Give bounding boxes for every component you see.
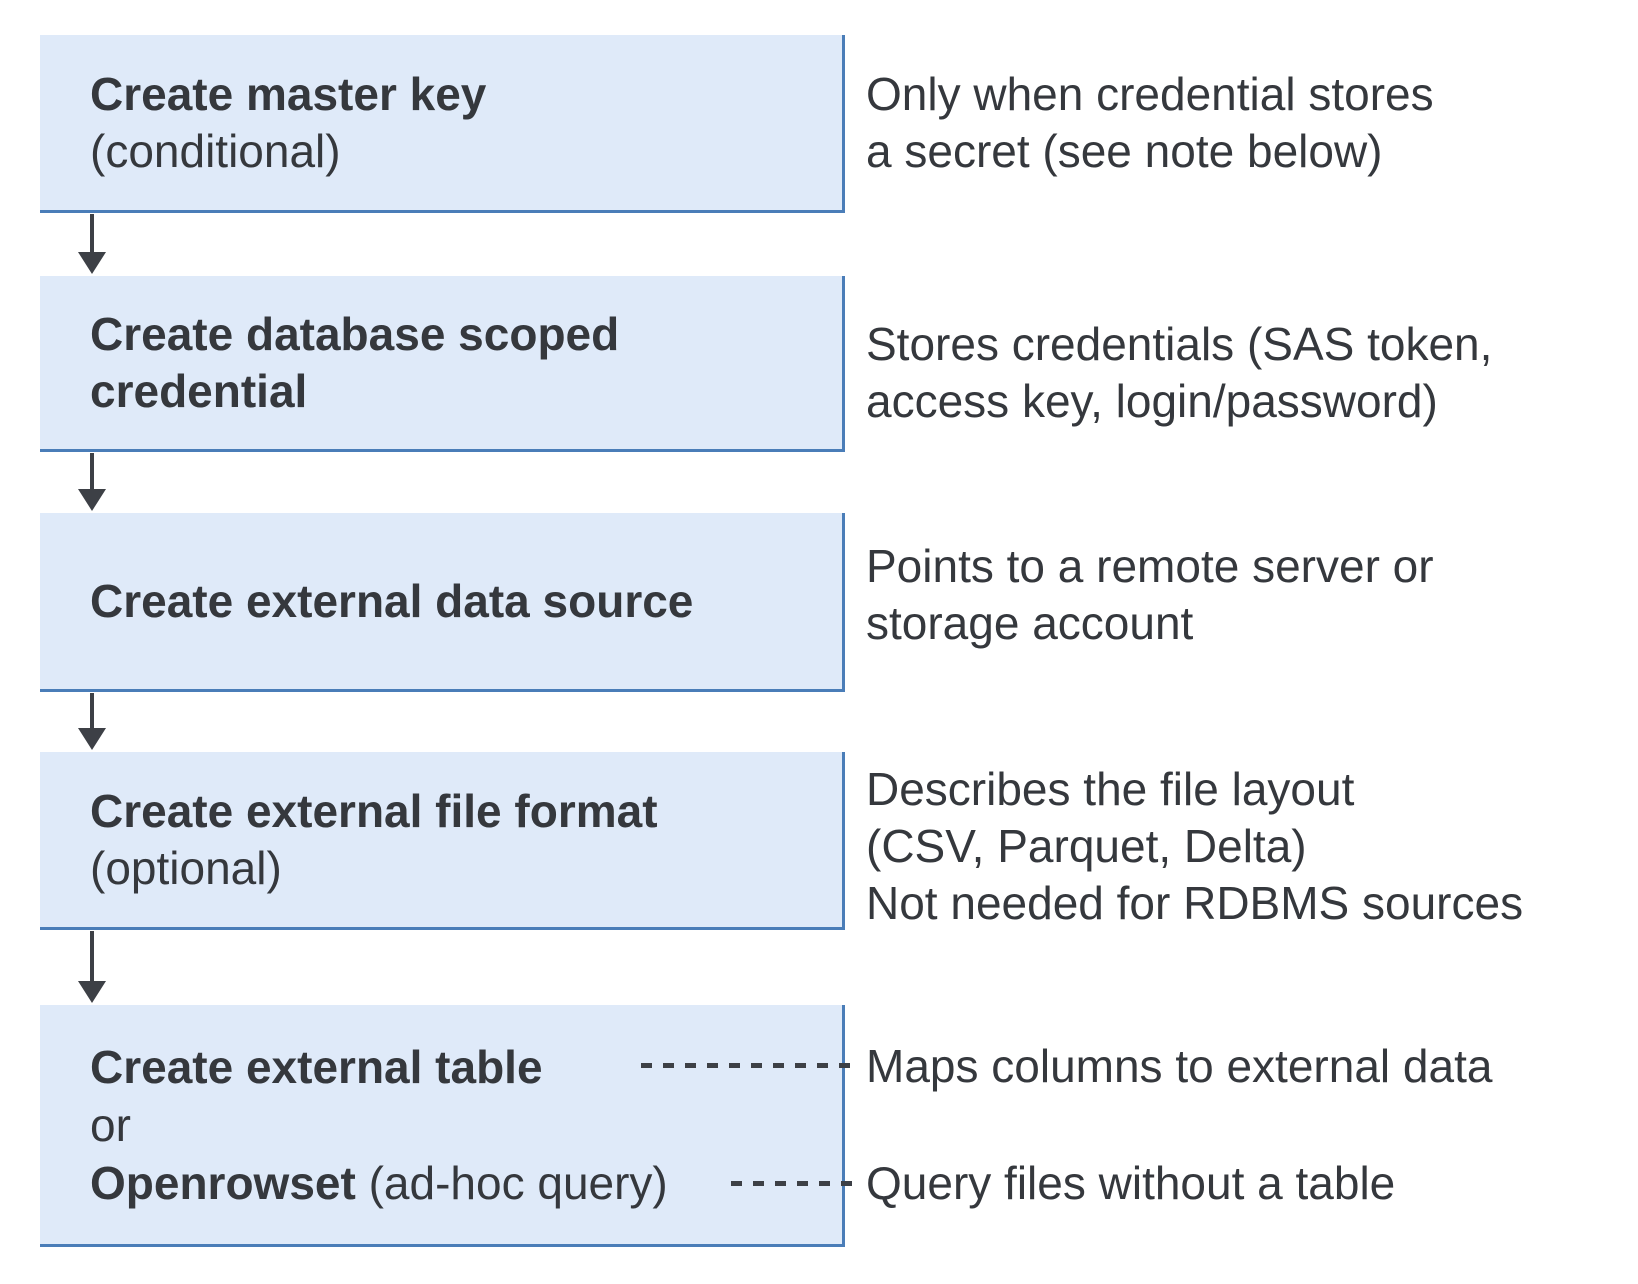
annotation-credential: Stores credentials (SAS token, access ke… [866, 316, 1492, 430]
box-title-line: Create external data source [90, 574, 694, 627]
annotation-master-key: Only when credential stores a secret (se… [866, 66, 1434, 180]
flow-box-create-master-key: Create master key (conditional) [40, 35, 845, 213]
dashed-connector [731, 1181, 861, 1186]
down-arrow-icon [76, 453, 108, 511]
annotation-line: Only when credential stores [866, 68, 1434, 120]
box-note-line: (optional) [90, 841, 282, 894]
annotation-data-source: Points to a remote server or storage acc… [866, 538, 1434, 652]
down-arrow-icon [76, 214, 108, 274]
annotation-line: a secret (see note below) [866, 125, 1383, 177]
annotation-file-format: Describes the file layout (CSV, Parquet,… [866, 761, 1523, 932]
box-title-line: Create master key [90, 67, 487, 120]
box-title-line: Create external file format [90, 784, 658, 837]
box-title-line: Create external table [90, 1040, 543, 1093]
annotation-line: Query files without a table [866, 1157, 1396, 1209]
annotation-line: Describes the file layout [866, 763, 1355, 815]
box-title-line: Openrowset (ad-hoc query) [90, 1156, 668, 1209]
flow-box-create-database-scoped-credential: Create database scoped credential [40, 276, 845, 452]
annotation-line: (CSV, Parquet, Delta) [866, 820, 1307, 872]
annotation-line: Points to a remote server or [866, 540, 1434, 592]
flow-box-create-external-file-format: Create external file format (optional) [40, 752, 845, 930]
annotation-line: storage account [866, 597, 1194, 649]
dashed-connector [641, 1063, 861, 1068]
down-arrow-icon [76, 931, 108, 1003]
down-arrow-icon [76, 693, 108, 750]
flow-box-create-external-data-source: Create external data source [40, 513, 845, 692]
box-title-line: Create database scoped [90, 307, 620, 360]
annotation-line: access key, login/password) [866, 375, 1438, 427]
box-note-line: (conditional) [90, 124, 341, 177]
annotation-line: Maps columns to external data [866, 1040, 1493, 1092]
annotation-line: Not needed for RDBMS sources [866, 877, 1524, 929]
box-or-line: or [90, 1098, 131, 1151]
annotation-external-table: Maps columns to external data [866, 1038, 1492, 1095]
box-title-line: credential [90, 364, 308, 417]
annotation-line: Stores credentials (SAS token, [866, 318, 1493, 370]
flow-box-create-external-table-or-openrowset: Create external table or Openrowset (ad-… [40, 1005, 845, 1247]
annotation-openrowset: Query files without a table [866, 1155, 1395, 1212]
